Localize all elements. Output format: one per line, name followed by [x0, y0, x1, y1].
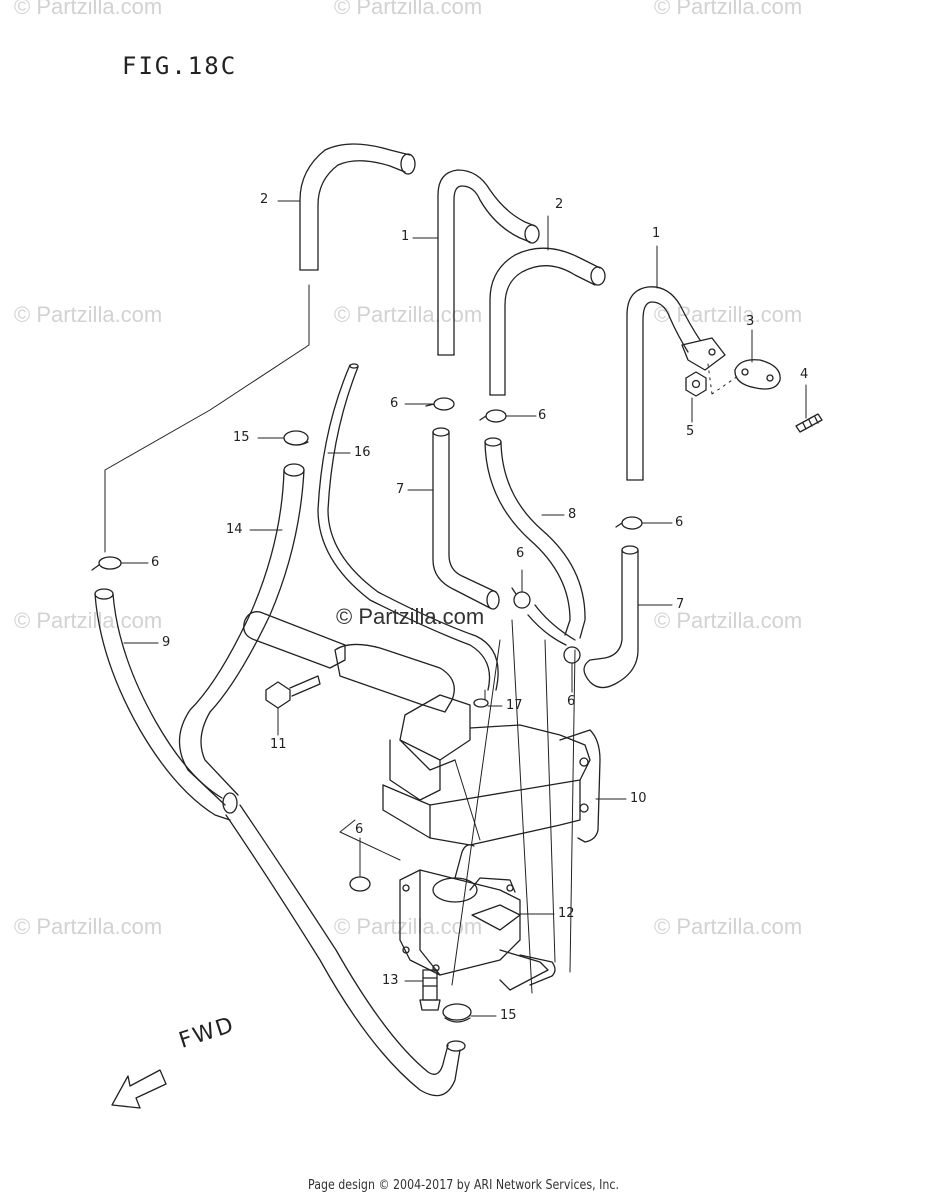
- callout-4: 4: [800, 367, 809, 382]
- watermark: © Partzilla.com: [654, 914, 803, 939]
- watermark: © Partzilla.com: [334, 914, 483, 939]
- callout-5: 5: [686, 424, 695, 439]
- callout-13: 13: [382, 973, 399, 988]
- clip-6[interactable]: [615, 516, 643, 530]
- clip-6[interactable]: [479, 409, 507, 423]
- callout-6: 6: [516, 546, 525, 561]
- figure-title: FIG.18C: [122, 52, 238, 80]
- hose-1-center[interactable]: [437, 169, 540, 356]
- hose-7-center[interactable]: [432, 427, 500, 610]
- clip-6[interactable]: [349, 876, 371, 892]
- bolt-11[interactable]: [265, 675, 321, 709]
- clip-17[interactable]: [473, 698, 489, 708]
- hose-2-right[interactable]: [489, 247, 606, 396]
- callout-16: 16: [354, 445, 371, 460]
- callout-6: 6: [538, 408, 547, 423]
- watermark: © Partzilla.com: [14, 914, 163, 939]
- callout-7: 7: [676, 597, 685, 612]
- bolt-13[interactable]: [419, 969, 441, 1011]
- callout-12: 12: [558, 906, 575, 921]
- callout-15: 15: [500, 1008, 517, 1023]
- hose-16[interactable]: [317, 363, 499, 691]
- callout-6: 6: [567, 694, 576, 709]
- clip-15[interactable]: [442, 1003, 472, 1023]
- callout-6: 6: [675, 515, 684, 530]
- nut-5[interactable]: [685, 371, 707, 397]
- callout-11: 11: [270, 737, 287, 752]
- watermark: © Partzilla.com: [14, 608, 163, 633]
- watermark: © Partzilla.com: [654, 302, 803, 327]
- clip-6[interactable]: [91, 556, 122, 571]
- hose-long-bottom[interactable]: [225, 804, 466, 1097]
- hose-2-left[interactable]: [299, 143, 416, 271]
- valve-body-10[interactable]: [243, 611, 601, 846]
- callout-1: 1: [652, 226, 661, 241]
- hose-7-right[interactable]: [583, 545, 639, 689]
- clip-6[interactable]: [563, 646, 581, 664]
- page-footer: Page design © 2004-2017 by ARI Network S…: [308, 1178, 619, 1193]
- gasket-3[interactable]: [734, 359, 781, 390]
- callout-6: 6: [355, 822, 364, 837]
- watermark: © Partzilla.com: [14, 302, 163, 327]
- callout-2: 2: [260, 192, 269, 207]
- clip-15[interactable]: [283, 430, 309, 446]
- watermark: © Partzilla.com: [654, 0, 803, 19]
- callout-1: 1: [401, 229, 410, 244]
- hose-14[interactable]: [178, 463, 305, 814]
- callout-2: 2: [555, 197, 564, 212]
- callout-8: 8: [568, 507, 577, 522]
- valve-12[interactable]: [399, 844, 556, 991]
- callout-6: 6: [390, 396, 399, 411]
- hose-9[interactable]: [94, 588, 231, 821]
- callout-7: 7: [396, 482, 405, 497]
- hose-8[interactable]: [484, 437, 586, 646]
- clip-6[interactable]: [511, 587, 531, 609]
- callout-14: 14: [226, 522, 243, 537]
- watermark: © Partzilla.com: [334, 302, 483, 327]
- watermark: © Partzilla.com: [14, 0, 163, 19]
- stud-4[interactable]: [795, 413, 823, 433]
- callout-17: 17: [506, 698, 523, 713]
- watermark: © Partzilla.com: [654, 608, 803, 633]
- center-watermark: © Partzilla.com: [336, 604, 485, 629]
- callout-15: 15: [233, 430, 250, 445]
- hose-1-right[interactable]: [626, 286, 726, 481]
- callout-3: 3: [746, 314, 755, 329]
- callout-10: 10: [630, 791, 647, 806]
- fwd-arrow-icon: [111, 1069, 167, 1109]
- callout-6: 6: [151, 555, 160, 570]
- watermark: © Partzilla.com: [334, 0, 483, 19]
- callout-9: 9: [162, 635, 171, 650]
